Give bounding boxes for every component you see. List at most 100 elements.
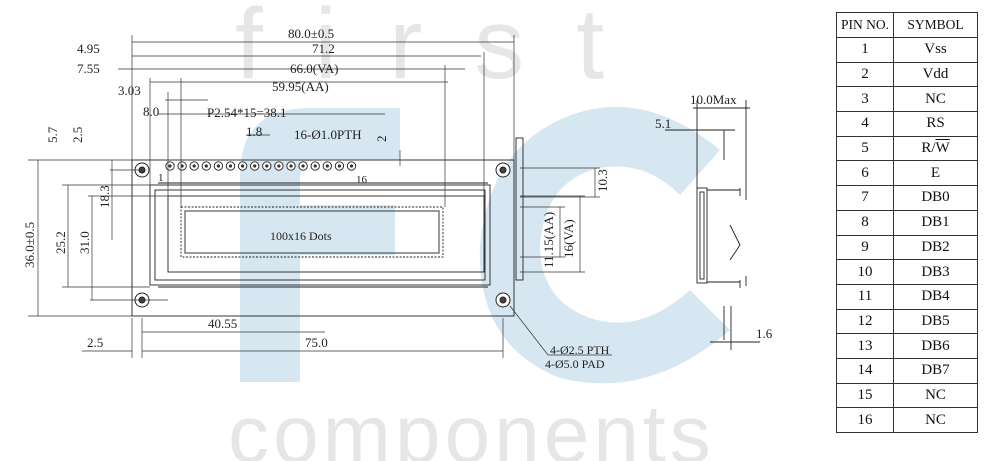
pin-number: 13	[836, 333, 894, 359]
pin-symbol: NC	[893, 86, 978, 113]
dim-hole-span-height: 31.0	[77, 231, 92, 254]
pin-number: 12	[836, 308, 894, 335]
pin-symbol: Vdd	[893, 61, 978, 88]
dim-pcb-hole-span: 71.2	[312, 41, 335, 56]
watermark-top-text: first	[235, 0, 656, 100]
pin-symbol: RS	[893, 111, 978, 137]
dim-pin-pitch: P2.54*15=38.1	[207, 105, 287, 120]
pin-symbol: DB6	[893, 333, 978, 359]
dim-side-1-6: 1.6	[756, 326, 773, 341]
pin-number: 10	[836, 259, 894, 285]
side-view	[515, 100, 760, 350]
dim-left-3-03: 3.03	[118, 83, 141, 98]
pin-drill	[204, 164, 208, 168]
dim-overall-width: 80.0±0.5	[288, 26, 334, 41]
dim-left-8-0: 8.0	[143, 104, 159, 119]
watermark: first components	[228, 0, 730, 461]
pin-symbol: E	[893, 160, 978, 187]
hole-note-pth: 4-Ø2.5 PTH	[550, 343, 610, 357]
pin-number: 1	[836, 37, 894, 63]
dim-view-area-width: 66.0(VA)	[290, 61, 339, 76]
active-area-inner	[184, 210, 440, 254]
pin-symbol: DB4	[893, 283, 978, 310]
active-area	[180, 206, 444, 258]
pin-symbol: DB0	[893, 185, 978, 211]
pin-number: 4	[836, 111, 894, 137]
dim-side-5-1: 5.1	[655, 116, 671, 131]
pin-number: 14	[836, 357, 894, 384]
pin-drill	[301, 164, 305, 168]
pin-drill	[325, 164, 329, 168]
pin-drill	[277, 164, 281, 168]
dim-left-5-7: 5.7	[45, 126, 60, 143]
pin-number: 9	[836, 234, 894, 261]
dim-pin-holes: 16-Ø1.0PTH	[294, 127, 362, 142]
table-header-row: PIN NO. SYMBOL	[836, 12, 978, 38]
dim-75-0: 75.0	[305, 335, 328, 350]
pin-number: 11	[836, 283, 894, 310]
dim-40-55: 40.55	[208, 316, 237, 331]
dimension-lines	[28, 35, 612, 358]
bezel-outline	[149, 184, 491, 286]
watermark-bottom-text: components	[228, 389, 715, 461]
pin-symbol: R/W	[893, 135, 978, 162]
dim-view-area-height: 25.2	[53, 231, 68, 254]
pin-number: 7	[836, 185, 894, 211]
display-label: 100x16 Dots	[270, 229, 332, 243]
bezel-inner	[154, 189, 486, 281]
pcb-outline	[131, 159, 515, 317]
viewing-area	[167, 195, 485, 273]
pin-symbol: DB7	[893, 357, 978, 384]
pin-drill	[289, 164, 293, 168]
pin-number: 16	[836, 407, 894, 433]
pin-symbol: NC	[893, 382, 978, 409]
pin-number: 8	[836, 209, 894, 236]
pin-drill	[349, 164, 354, 168]
dim-module-height: 36.0±0.5	[22, 222, 37, 268]
pin-symbol: DB3	[893, 259, 978, 285]
pin-drill	[253, 164, 257, 168]
pin-number: 5	[836, 135, 894, 162]
pin-number: 6	[836, 160, 894, 187]
dim-side-max: 10.0Max	[690, 92, 737, 107]
hole-note-pad: 4-Ø5.0 PAD	[545, 357, 605, 371]
dim-pin-offset: 1.8	[246, 124, 262, 139]
pin-number: 3	[836, 86, 894, 113]
pin-number: 15	[836, 382, 894, 409]
pin-drill	[241, 164, 245, 168]
pin-pads	[165, 161, 357, 171]
pin-symbol: DB5	[893, 308, 978, 335]
pin-symbol: Vss	[893, 37, 978, 63]
pin-drill	[313, 164, 317, 168]
dim-left-4-95: 4.95	[77, 41, 100, 56]
dim-right-2: 2	[374, 136, 389, 143]
pin-drill	[265, 164, 269, 168]
pin-drill	[168, 164, 172, 168]
dim-right-10-3: 10.3	[595, 169, 610, 192]
header-symbol: SYMBOL	[893, 12, 978, 38]
dim-left-7-55: 7.55	[77, 61, 100, 76]
dim-left-2-5: 2.5	[70, 127, 85, 143]
dim-right-active-height: 11.15(AA)	[541, 212, 556, 268]
dim-bottom-2-5: 2.5	[87, 335, 103, 350]
dimension-labels: 80.0±0.5 71.2 66.0(VA) 59.95(AA) P2.54*1…	[22, 26, 773, 371]
pin-symbol: DB1	[893, 209, 978, 236]
dim-18-3: 18.3	[97, 185, 112, 208]
